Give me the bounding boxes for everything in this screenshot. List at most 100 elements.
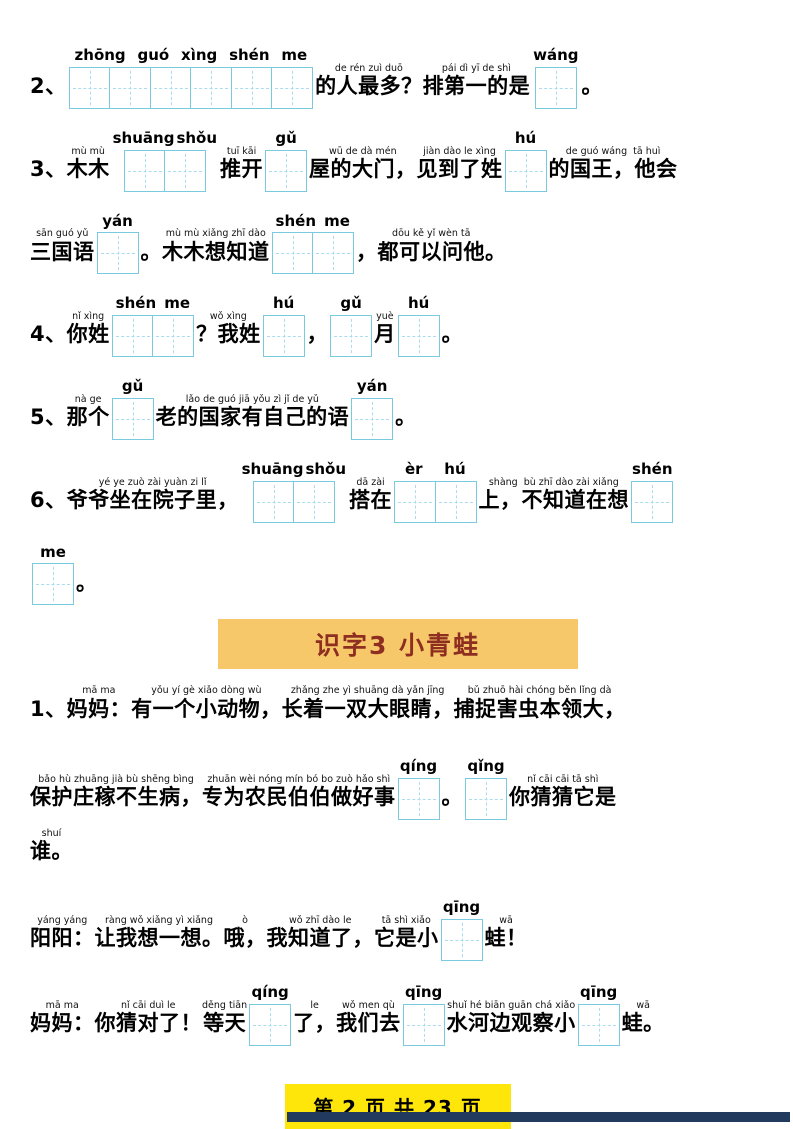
pinyin-syllable: èr xyxy=(404,459,423,478)
writing-grid-box xyxy=(123,149,166,192)
answer-blank: hú xyxy=(504,129,547,192)
pinyin-annotation: bǔ zhuō hài chóng běn lǐng dà xyxy=(467,685,612,697)
punctuation: 。 xyxy=(581,74,604,99)
pinyin-annotation: jiàn dào le xìng xyxy=(423,145,496,157)
hanzi-text: 那个 xyxy=(66,405,110,430)
next-page-edge-bar xyxy=(287,1112,790,1122)
writing-grid-box xyxy=(230,66,273,109)
pinyin-label: gǔ xyxy=(265,129,307,148)
pinyin-annotation: le xyxy=(310,999,319,1011)
answer-blank: qīng xyxy=(402,983,445,1046)
pinyin-syllable: shǒu xyxy=(305,459,347,478)
pinyin-syllable: hú xyxy=(444,459,466,478)
hanzi-text: 等天 xyxy=(203,1010,247,1035)
writing-grid xyxy=(96,232,139,275)
hanzi-text: 捕捉害虫本领大， xyxy=(453,696,626,721)
writing-grid-box xyxy=(397,778,440,820)
writing-grid-box xyxy=(312,232,354,275)
pinyin-annotation: zhuān wèi nóng mín bó bo zuò hǎo shì xyxy=(207,774,391,785)
pinyin-label: yán xyxy=(97,212,139,231)
section-header-label: 识字3 小青蛙 xyxy=(314,631,481,661)
pinyin-annotation: sān guó yǔ xyxy=(36,228,89,240)
answer-blank: qǐng xyxy=(465,757,507,820)
pinyin-annotation: yuè xyxy=(376,311,394,322)
answer-blank: hú xyxy=(262,294,305,357)
punctuation: 。 xyxy=(441,785,463,810)
hanzi-text: 你姓 xyxy=(66,322,110,347)
pinyin-annotation: mù mù xiǎng zhī dào xyxy=(165,228,266,240)
pinyin-label: gǔ xyxy=(330,294,372,313)
hanzi-text: ？我姓 xyxy=(196,322,261,347)
hanzi-text: 的国王，他会 xyxy=(548,156,678,181)
hanzi-text: 专为农民伯伯做好事 xyxy=(202,785,396,810)
hanzi-text: ，都可以问他。 xyxy=(356,239,507,264)
question-number: 3、 xyxy=(30,156,67,181)
writing-grid xyxy=(631,480,674,523)
pinyin-annotation: nǐ cāi duì le xyxy=(120,999,176,1011)
pinyin-syllable: qǐng xyxy=(467,757,505,776)
pinyin-syllable: gǔ xyxy=(275,128,297,147)
answer-blank: qíng xyxy=(249,983,292,1046)
pinyin-label: hú xyxy=(505,129,547,148)
writing-grid-box xyxy=(330,315,373,357)
hanzi-text: 妈妈： xyxy=(66,696,132,721)
writing-grid xyxy=(249,1003,292,1046)
hanzi-with-pinyin: dōu kě yǐ wèn tā，都可以问他。 xyxy=(356,228,507,274)
hanzi-text: 我知道了， xyxy=(266,926,374,951)
writing-grid-box xyxy=(351,397,394,440)
pinyin-syllable: gǔ xyxy=(340,294,362,313)
hanzi-text: 蛙。 xyxy=(621,1010,665,1035)
writing-grid-box xyxy=(111,315,154,357)
hanzi-text: 水河边观察小 xyxy=(446,1010,576,1035)
writing-grid xyxy=(32,563,74,606)
pinyin-annotation: wā xyxy=(636,999,650,1011)
hanzi-text: 谁。 xyxy=(30,839,73,864)
question-number: 2、 xyxy=(30,74,67,99)
pinyin-label: me xyxy=(32,543,74,562)
writing-grid-box xyxy=(109,66,152,109)
hanzi-text: 排第一的是 xyxy=(422,74,531,99)
pinyin-annotation: mā ma xyxy=(45,999,79,1011)
hanzi-text: 蛙！ xyxy=(484,926,528,951)
hanzi-text: 我们去 xyxy=(336,1010,401,1035)
pinyin-syllable: yán xyxy=(356,377,388,395)
hanzi-text: 有一个小动物， xyxy=(131,696,282,721)
pinyin-annotation: ò xyxy=(242,914,248,926)
writing-grid xyxy=(577,1003,620,1046)
pinyin-annotation: de rén zuì duō xyxy=(334,62,403,74)
pinyin-syllable: me xyxy=(281,46,308,64)
writing-grid-box xyxy=(402,1003,445,1046)
writing-grid xyxy=(262,315,305,357)
writing-grid-box xyxy=(152,315,195,357)
pinyin-syllable: me xyxy=(164,294,191,313)
writing-grid-box xyxy=(111,397,154,440)
writing-grid-box xyxy=(271,232,314,275)
writing-grid-box xyxy=(465,778,507,820)
pinyin-syllable: zhōng xyxy=(74,46,126,64)
pinyin-label: hú xyxy=(398,294,440,313)
pinyin-annotation: tuī kāi xyxy=(226,145,257,157)
